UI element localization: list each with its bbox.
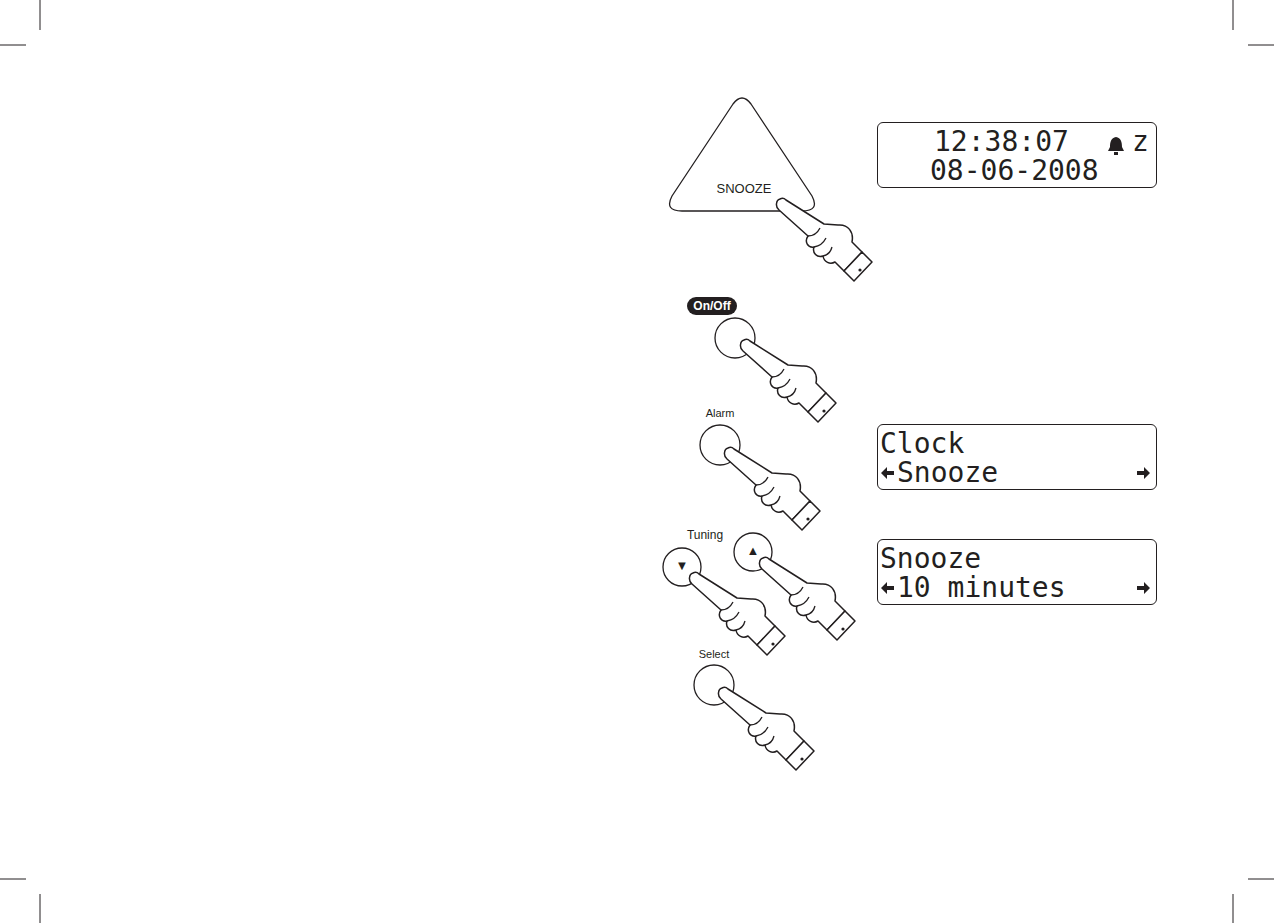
tuning-down-key: ▼ xyxy=(669,554,695,580)
snooze-button: SNOOZE xyxy=(670,95,818,213)
alarm-label-box: Alarm xyxy=(696,405,744,421)
button-label: Alarm xyxy=(696,405,744,421)
onoff-pill: On/Off xyxy=(687,297,737,315)
alarm-bell-icon xyxy=(1108,134,1124,155)
lcd-text: Snooze xyxy=(897,458,998,488)
pointing-hand xyxy=(689,572,785,655)
pointing-hand xyxy=(718,687,814,770)
tuning-up-key: ▲ xyxy=(740,539,766,565)
lcd-text: 12:38:07 xyxy=(934,127,1069,157)
button-label: SNOOZE xyxy=(670,181,818,197)
pointing-hand xyxy=(759,557,855,640)
select-label-box: Select xyxy=(690,646,738,662)
arrow-glyph: ▼ xyxy=(669,558,695,574)
arrow-glyph: ▲ xyxy=(740,543,766,559)
pointing-hand xyxy=(724,447,820,530)
lcd-text: Clock xyxy=(880,429,964,459)
lcd-text: 10 minutes xyxy=(897,573,1066,603)
button-label: On/Off xyxy=(687,298,737,314)
lcd-display: ClockSnooze xyxy=(877,424,1157,490)
pointing-hand xyxy=(776,198,872,281)
pointing-hand xyxy=(740,339,836,422)
lcd-display: Snooze10 minutes xyxy=(877,539,1157,605)
button-group-label: Tuning xyxy=(683,527,727,543)
lcd-text: Snooze xyxy=(880,544,981,574)
lcd-display: 12:38:07 z 08-06-2008 xyxy=(877,122,1157,188)
lcd-text: 08-06-2008 xyxy=(930,156,1099,186)
button-label: Select xyxy=(690,646,738,662)
lcd-text: z xyxy=(1132,127,1149,157)
